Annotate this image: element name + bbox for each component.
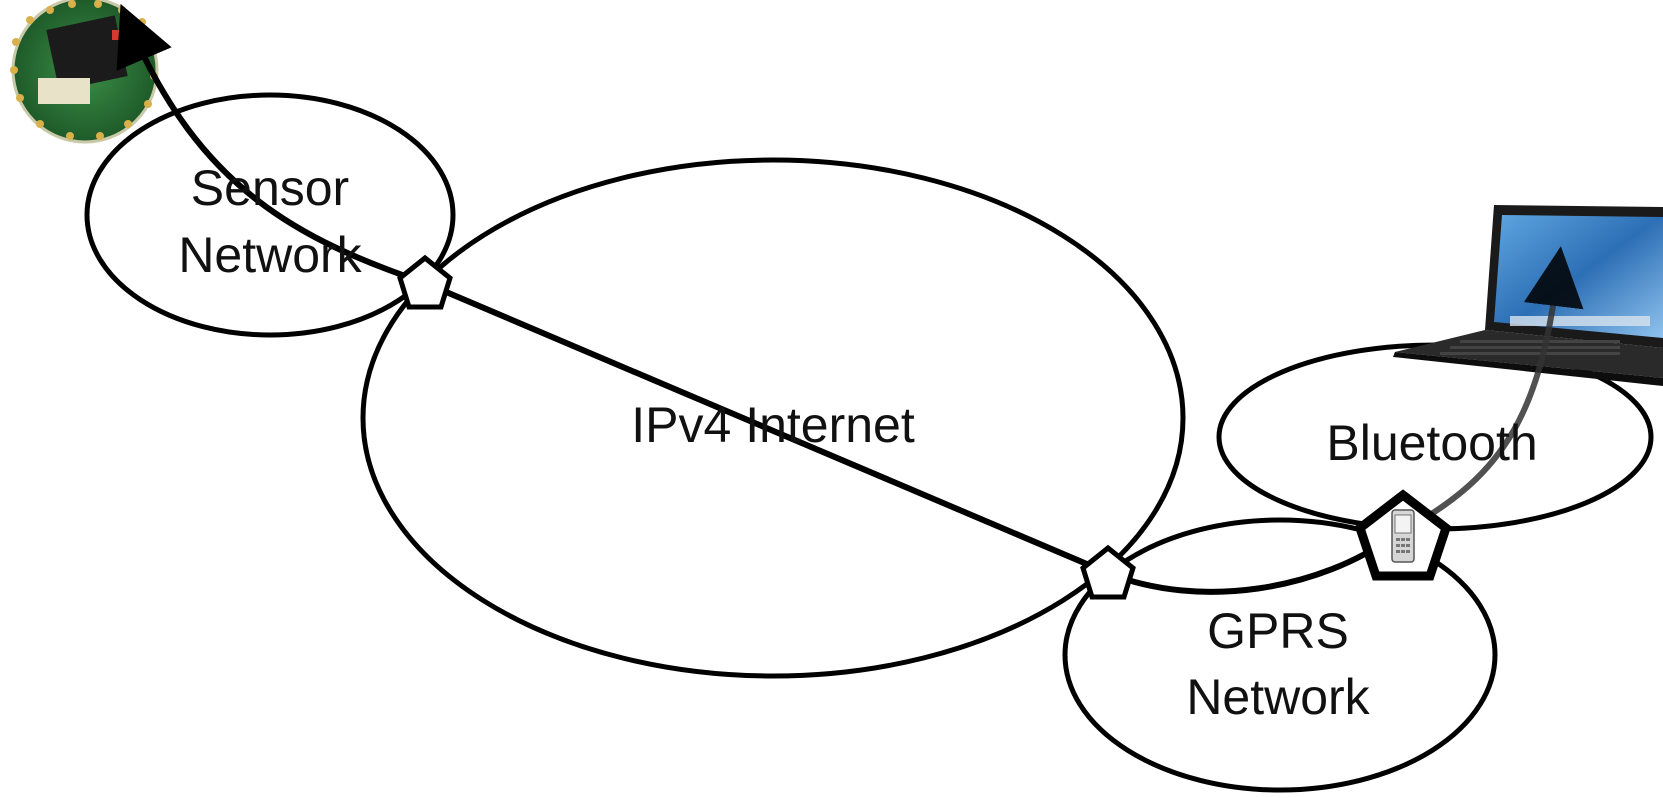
gprs-link-line — [1106, 532, 1397, 595]
internet-link-line — [423, 280, 1110, 576]
gprs-network-label-line2: Network — [1186, 669, 1370, 725]
laptop-image — [1393, 205, 1663, 386]
sensor-gateway-node — [397, 254, 453, 310]
sensor-network-label-line2: Network — [178, 227, 362, 283]
sensor-board-image — [10, 0, 159, 144]
bluetooth-label: Bluetooth — [1326, 415, 1537, 471]
sensor-network-label-line1: Sensor — [191, 160, 349, 216]
internet-ellipse — [360, 157, 1186, 679]
internet-label: IPv4 Internet — [631, 397, 915, 453]
mobile-phone-image — [1391, 509, 1415, 563]
sensor-network-ellipse — [84, 92, 456, 338]
sensor-arrow — [116, 3, 426, 286]
gprs-network-label-line1: GPRS — [1207, 603, 1349, 659]
phone-gateway-node — [1354, 489, 1452, 581]
internet-gprs-gateway-node — [1080, 544, 1136, 600]
